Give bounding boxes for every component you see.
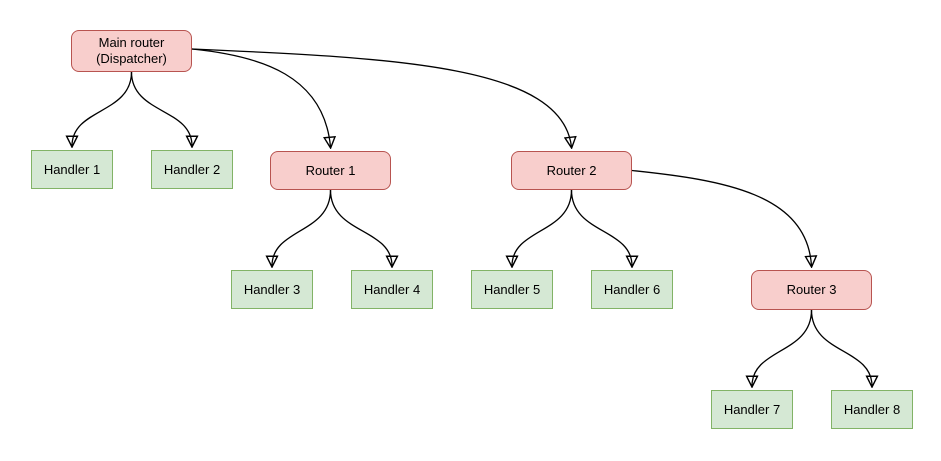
- node-router-3-label: Router 3: [786, 282, 837, 297]
- node-handler-3: Handler 3: [231, 270, 313, 309]
- edge-router3-to-handler8: [810, 309, 873, 386]
- node-handler-8: Handler 8: [831, 390, 913, 429]
- edge-main-to-router2: [191, 48, 572, 147]
- node-router-3: Router 3: [751, 270, 872, 310]
- node-router-2-label: Router 2: [546, 162, 597, 178]
- edge-router2-to-handler6: [570, 189, 633, 266]
- node-handler-2-label: Handler 2: [163, 161, 221, 177]
- edge-main-to-handler2: [130, 71, 193, 146]
- node-handler-5: Handler 5: [471, 270, 553, 309]
- node-handler-4: Handler 4: [351, 270, 433, 309]
- edge-router3-to-handler7: [752, 309, 813, 386]
- node-router-2: Router 2: [511, 151, 632, 190]
- node-handler-1-label: Handler 1: [43, 161, 101, 177]
- node-router-1: Router 1: [270, 151, 391, 190]
- node-handler-6: Handler 6: [591, 270, 673, 309]
- node-handler-6-label: Handler 6: [603, 281, 661, 297]
- edge-router1-to-handler4: [329, 189, 393, 266]
- node-handler-8-label: Handler 8: [843, 401, 901, 417]
- node-handler-4-label: Handler 4: [363, 281, 421, 297]
- node-handler-7-label: Handler 7: [723, 401, 781, 417]
- node-main-router-label: Main router (Dispatcher): [96, 35, 167, 66]
- node-router-1-label: Router 1: [305, 162, 356, 178]
- node-main-router: Main router (Dispatcher): [71, 30, 192, 72]
- node-handler-5-label: Handler 5: [483, 281, 541, 297]
- node-handler-3-label: Handler 3: [243, 281, 301, 297]
- node-handler-7: Handler 7: [711, 390, 793, 429]
- edge-main-to-router1: [191, 48, 331, 147]
- node-handler-1: Handler 1: [31, 150, 113, 189]
- edge-router2-to-handler5: [512, 189, 573, 266]
- edge-main-to-handler1: [72, 71, 133, 146]
- node-handler-2: Handler 2: [151, 150, 233, 189]
- edge-router1-to-handler3: [272, 189, 332, 266]
- edge-router2-to-router3: [631, 169, 812, 267]
